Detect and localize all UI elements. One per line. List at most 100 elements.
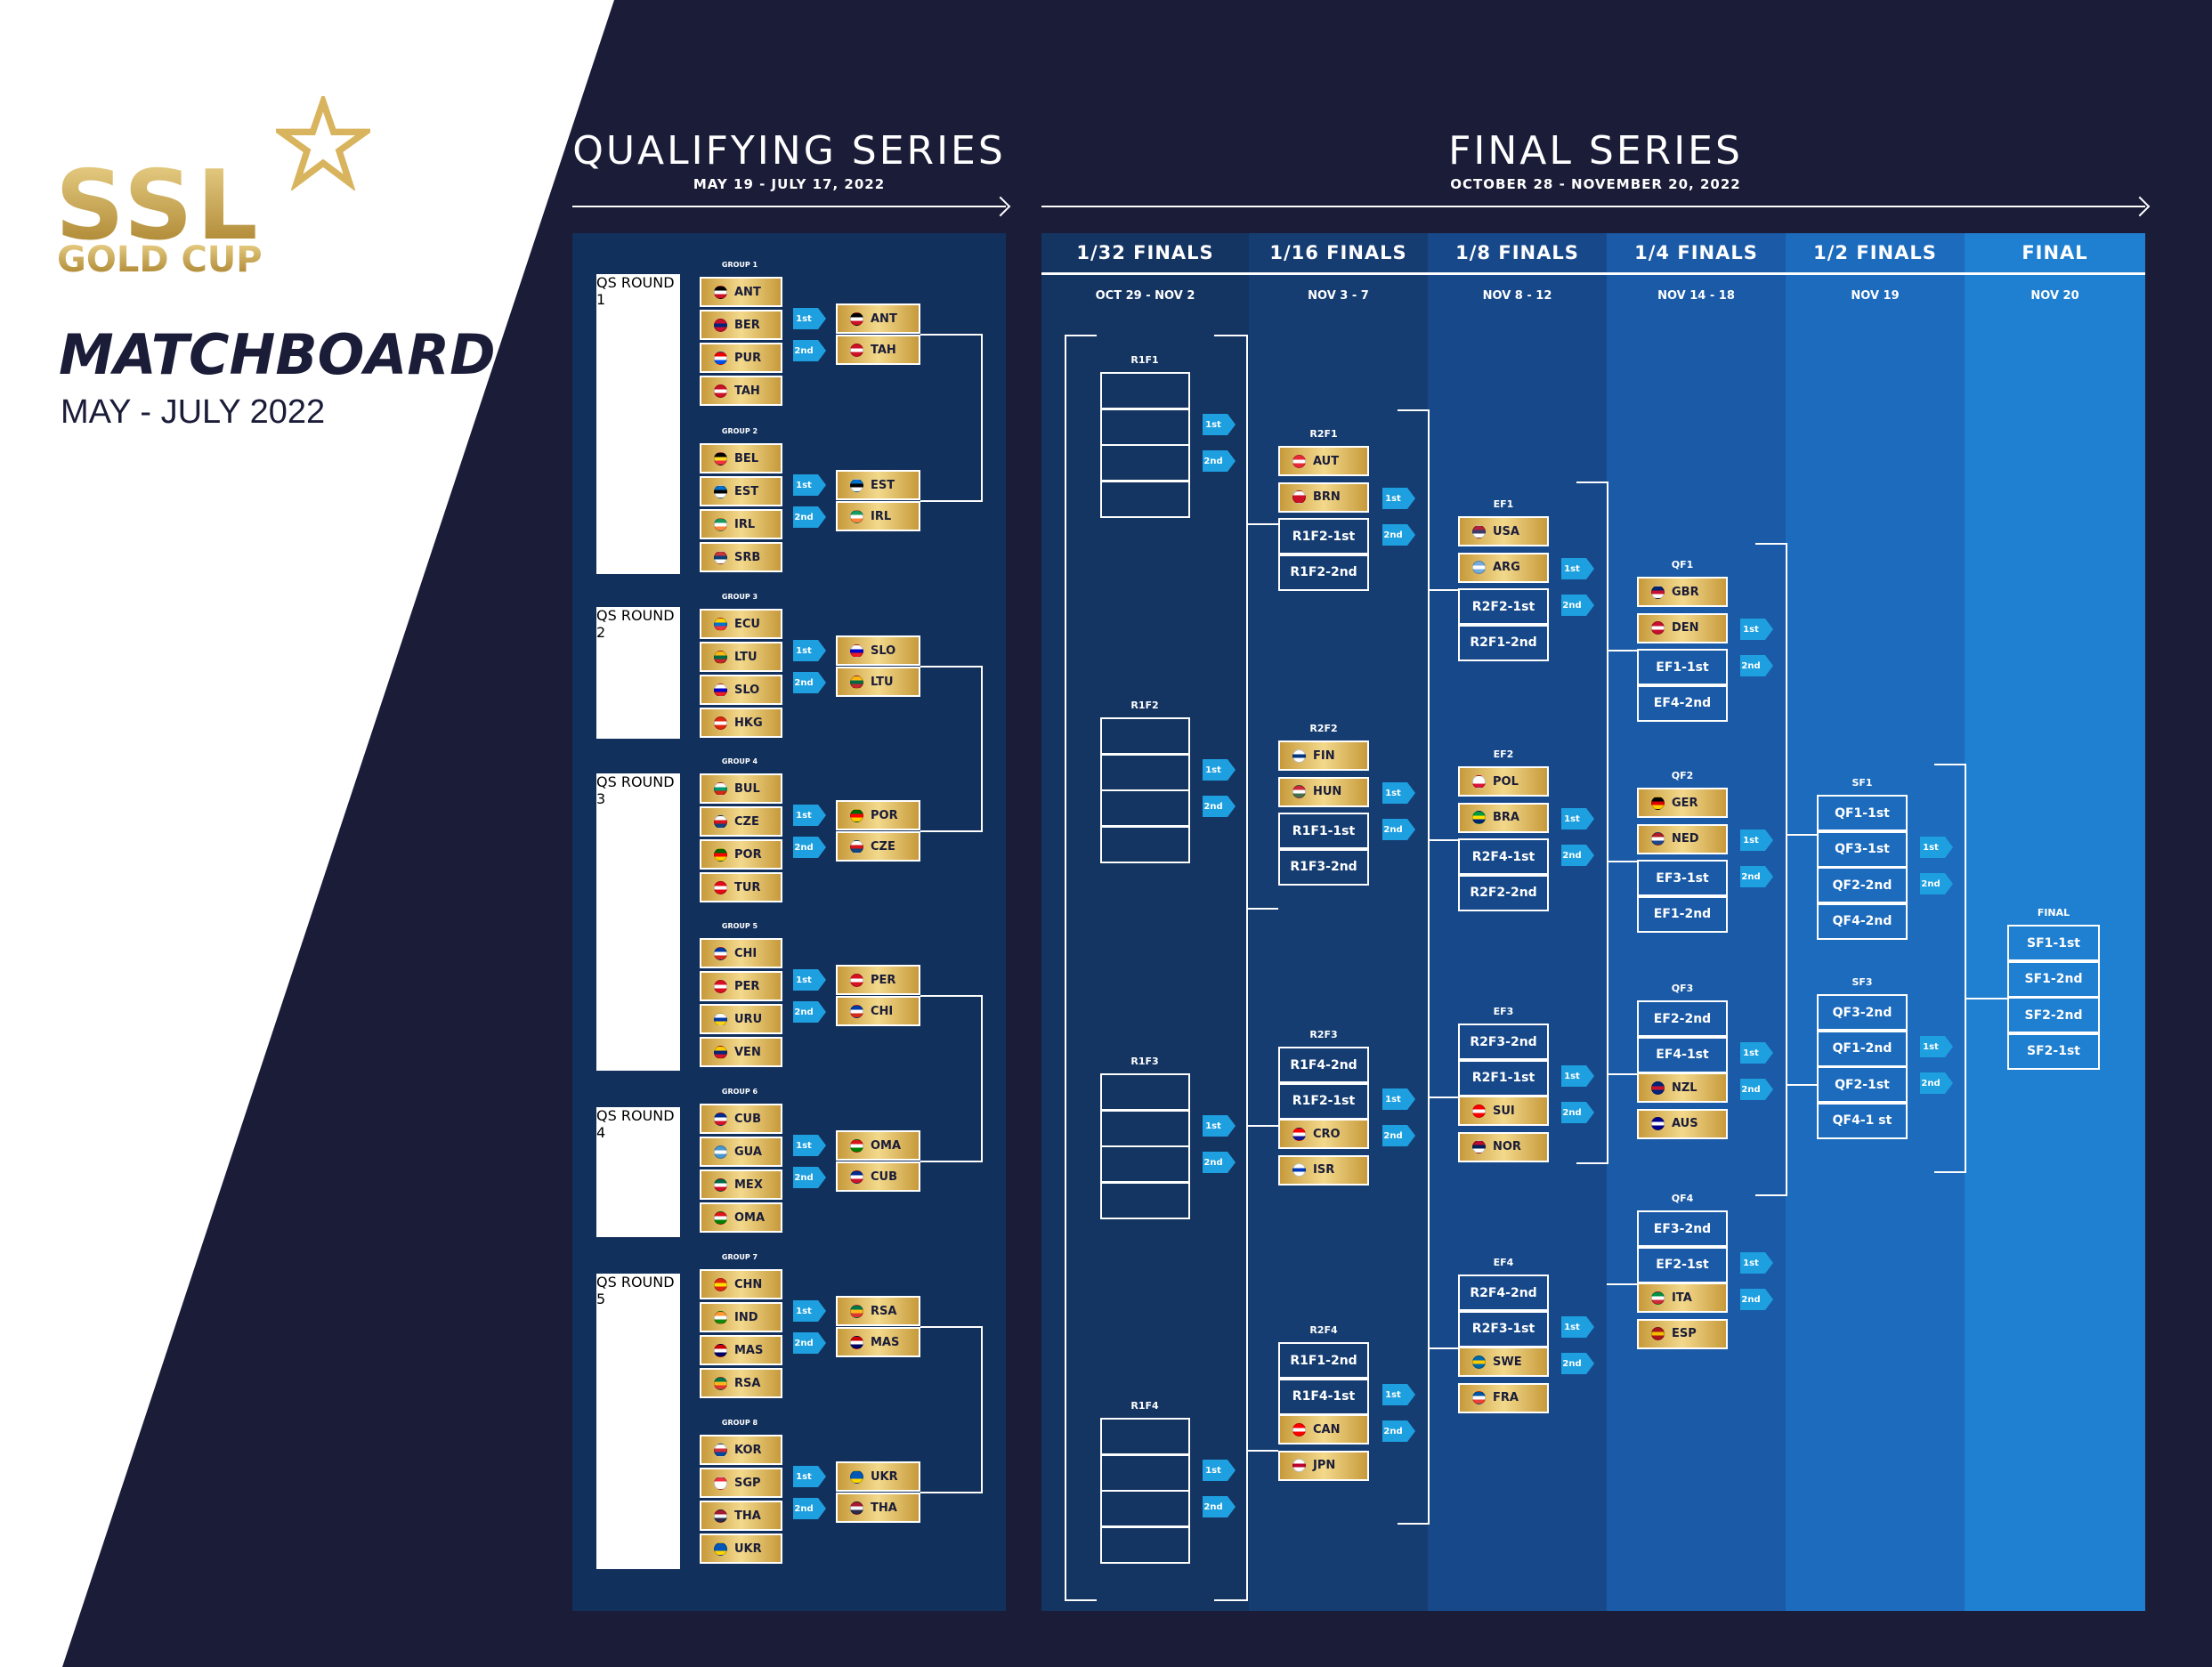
advance-tag: 1st	[1203, 1115, 1236, 1137]
team-code: THA	[871, 1501, 897, 1515]
bracket-line	[1428, 409, 1430, 1525]
bracket-line	[1607, 1073, 1637, 1075]
flag-icon	[850, 643, 863, 658]
advance-tag: 2nd	[1740, 1079, 1773, 1100]
team-slot: SLO	[836, 635, 920, 666]
bracket-line	[981, 1326, 983, 1493]
team-code: IRL	[734, 517, 756, 531]
flag-icon	[850, 675, 863, 689]
team-code: DEN	[1672, 621, 1699, 635]
team-slot: URU	[700, 1004, 782, 1034]
team-code: KOR	[734, 1443, 762, 1457]
flag-icon	[714, 517, 727, 531]
team-slot: THA	[700, 1501, 782, 1531]
team-slot: VEN	[700, 1037, 782, 1067]
team-slot: IRL	[700, 509, 782, 539]
qualifying-title: QUALIFYING SERIES	[572, 128, 1006, 174]
page-subtitle: MAY - JULY 2022	[61, 393, 326, 431]
team-slot: ANT	[700, 277, 782, 307]
match-label: R2F1	[1309, 428, 1338, 440]
bracket-line	[1755, 543, 1786, 545]
slot: R2F3-1st	[1458, 1310, 1549, 1347]
slot: R2F1-1st	[1458, 1059, 1549, 1096]
bracket-line	[1786, 834, 1817, 836]
team-code: RSA	[871, 1304, 897, 1318]
group-label: GROUP 3	[721, 593, 758, 601]
team-slot: TUR	[700, 872, 782, 902]
team-code: FRA	[1493, 1391, 1519, 1404]
qs-round-label: QS ROUND 2	[596, 607, 675, 641]
flag-icon	[850, 478, 863, 492]
flag-icon	[850, 1469, 863, 1484]
team-code: PER	[871, 973, 896, 987]
team-slot: UKR	[836, 1461, 920, 1492]
qs-round-label: QS ROUND 3	[596, 773, 675, 807]
team-slot: KOR	[700, 1435, 782, 1465]
slot: SF1-2nd	[2007, 960, 2100, 998]
team-slot: CZE	[836, 831, 920, 862]
team-code: USA	[1493, 524, 1519, 538]
bracket-line	[920, 830, 983, 832]
empty-slot	[1100, 1525, 1190, 1564]
slot: R1F2-1st	[1278, 1082, 1369, 1120]
team-code: URU	[734, 1012, 763, 1026]
flag-icon	[1651, 1291, 1665, 1305]
round-column-dates: NOV 19	[1851, 289, 1900, 303]
team-code: ISR	[1313, 1163, 1335, 1177]
team-slot: ANT	[836, 303, 920, 334]
team-slot: ITA	[1637, 1283, 1728, 1313]
bracket-line	[1398, 1523, 1428, 1525]
team-code: ANT	[734, 285, 761, 299]
slot: R1F2-1st	[1278, 518, 1369, 554]
advance-tag: 2nd	[793, 1332, 826, 1354]
team-code: CHI	[871, 1004, 894, 1018]
team-slot: PER	[836, 965, 920, 995]
team-slot: OMA	[700, 1202, 782, 1233]
advance-tag: 1st	[1740, 1252, 1773, 1274]
advance-tag: 1st	[1740, 1042, 1773, 1064]
bracket-line	[1607, 481, 1608, 1164]
advance-tag: 1st	[1382, 1088, 1415, 1110]
slot: R1F1-1st	[1278, 813, 1369, 849]
slot: R2F2-2nd	[1458, 874, 1549, 911]
team-code: ARG	[1493, 561, 1520, 574]
bracket-line	[920, 1161, 983, 1162]
round-column	[1786, 233, 1965, 1611]
flag-icon	[850, 1138, 863, 1153]
team-slot: SWE	[1458, 1347, 1549, 1377]
team-code: BER	[734, 318, 760, 332]
match-label: R2F2	[1309, 723, 1338, 734]
round-column-title: FINAL	[2022, 242, 2088, 263]
team-slot: CZE	[700, 806, 782, 837]
empty-slot	[1100, 408, 1190, 446]
bracket-line	[920, 666, 983, 668]
team-slot: POL	[1458, 766, 1549, 797]
advance-tag: 1st	[793, 805, 826, 826]
team-code: TAH	[734, 384, 760, 398]
round-column-title: 1/2 FINALS	[1813, 242, 1937, 263]
team-code: PUR	[734, 351, 762, 365]
team-code: BRA	[1493, 811, 1519, 824]
empty-slot	[1100, 753, 1190, 791]
slot: EF2-1st	[1637, 1246, 1728, 1283]
team-code: NOR	[1493, 1140, 1521, 1153]
flag-icon	[714, 1145, 727, 1159]
team-slot: IND	[700, 1302, 782, 1332]
advance-tag: 1st	[793, 474, 826, 496]
slot: QF4-1 st	[1817, 1102, 1908, 1139]
bracket-line	[1214, 335, 1246, 336]
slot: QF1-2nd	[1817, 1030, 1908, 1067]
team-code: NZL	[1672, 1080, 1697, 1095]
team-slot: POR	[836, 800, 920, 830]
slot: R1F1-2nd	[1278, 1342, 1369, 1379]
bracket-line	[1607, 650, 1637, 651]
flag-icon	[1292, 1422, 1306, 1436]
team-code: IND	[734, 1310, 758, 1324]
advance-tag: 2nd	[793, 837, 826, 858]
team-slot: OMA	[836, 1130, 920, 1161]
flag-icon	[1292, 454, 1306, 468]
team-slot: USA	[1458, 516, 1549, 546]
advance-tag: 2nd	[1740, 866, 1773, 887]
advance-tag: 1st	[1920, 837, 1953, 858]
slot: R1F4-2nd	[1278, 1047, 1369, 1083]
